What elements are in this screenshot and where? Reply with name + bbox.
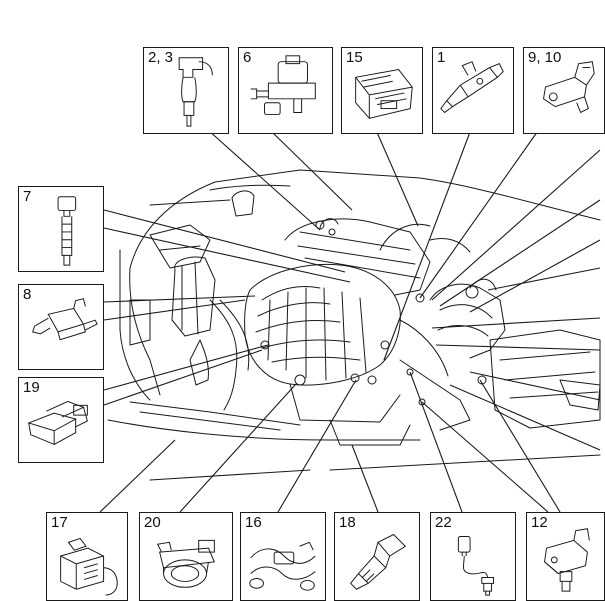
callout-16: 16 [240,512,326,601]
purge-valve-icon [32,298,98,341]
solenoid-valve-icon [250,55,316,115]
callout-1: 1 [432,47,514,134]
callout-label: 18 [339,514,356,531]
callout-19: 19 [18,377,104,463]
callout-8: 8 [18,284,104,370]
callout-20: 20 [139,512,233,601]
callout-label: 7 [23,188,32,205]
relay-sensor-icon [60,537,118,596]
temperature-sensor-icon [457,535,494,596]
callout-label: 19 [23,379,40,396]
callout-label: 8 [23,286,32,303]
callout-12: 12 [526,512,605,601]
callout-label: 9, 10 [528,49,562,66]
callout-6: 6 [238,47,333,134]
callout-7: 7 [18,186,104,272]
callout-9-10: 9, 10 [523,47,605,134]
callout-17: 17 [46,512,128,601]
throttle-body-icon [156,539,216,588]
speed-sensor-icon [544,528,590,592]
position-sensor-icon [542,61,595,114]
oil-pressure-switch-icon [349,533,407,590]
callout-label: 22 [435,514,452,531]
callout-label: 12 [531,514,548,531]
callout-18: 18 [334,512,420,601]
callout-label: 1 [437,49,446,66]
callout-label: 20 [144,514,161,531]
leader-lines [99,127,601,513]
callout-label: 15 [346,49,363,66]
callout-label: 16 [245,514,262,531]
callout-label: 2, 3 [148,49,174,66]
map-sensor-icon [27,400,88,446]
callout-label: 6 [243,49,252,66]
control-module-icon [355,68,413,119]
ignition-coil-icon [57,196,77,266]
callout-2-3: 2, 3 [143,47,229,134]
fuel-injector-icon [440,61,504,114]
callout-22: 22 [430,512,516,601]
callout-15: 15 [341,47,423,134]
wiring-connector-icon [249,541,316,591]
callout-label: 17 [51,514,68,531]
pressure-sensor-icon [178,57,213,127]
